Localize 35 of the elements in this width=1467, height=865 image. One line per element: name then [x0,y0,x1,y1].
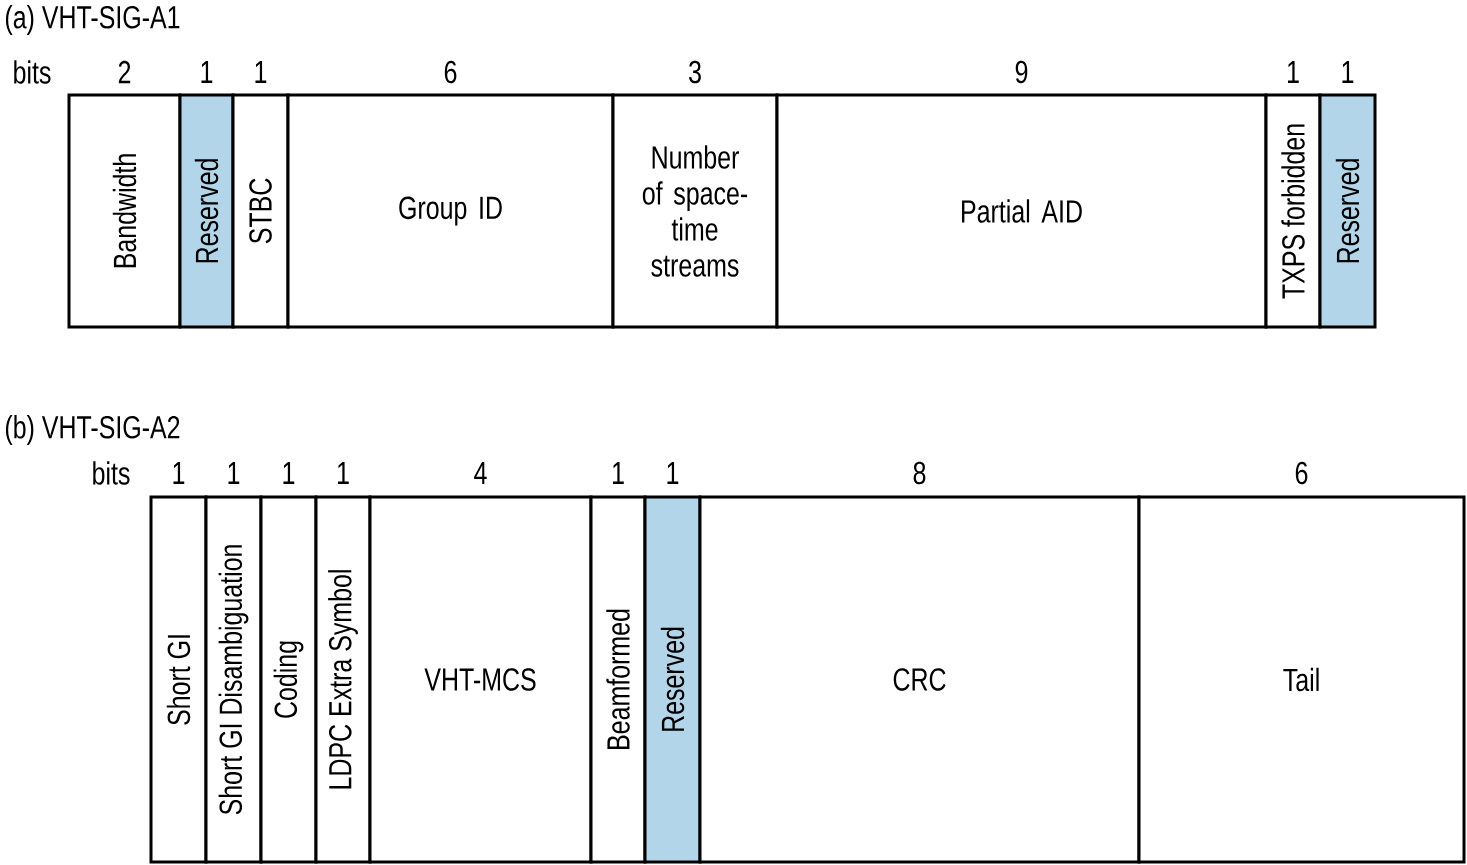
bit-count: 1 [613,461,624,484]
field-box: STBC [231,93,290,329]
field-box: Coding [259,495,318,864]
field-box: Reserved [1318,93,1377,329]
field-box: Beamformed [589,495,647,864]
bit-count: 1 [667,461,679,484]
bit-count: 1 [1342,60,1354,83]
bit-count: 8 [913,461,926,485]
field-box: Number of space-time streams [611,93,779,329]
bit-count: 1 [338,461,349,484]
field-box: LDPC Extra Symbol [314,495,372,864]
field-box: Bandwidth [67,93,182,329]
bit-count: 1 [255,60,267,83]
bit-count: 1 [173,461,185,484]
field-box: Reserved [643,495,702,864]
field-box: Reserved [178,93,235,329]
panel-title: (a) VHT-SIG-A1 [5,5,180,35]
panel-title: (b) VHT-SIG-A2 [5,415,180,445]
bit-count: 4 [474,461,487,484]
bit-count: 6 [1295,461,1308,485]
axis-label: bits [14,60,51,84]
field-box: Short GI Disambiguation [204,495,263,864]
bit-count: 1 [201,60,213,83]
bit-count: 3 [689,60,701,84]
field-box: Short GI [149,495,208,864]
bit-count: 1 [283,461,295,484]
field-box: Tail [1137,495,1466,864]
bit-count: 9 [1015,60,1028,84]
axis-label: bits [93,461,130,485]
bit-count: 6 [444,60,457,84]
bit-count: 2 [118,60,131,84]
bit-count: 1 [1288,60,1299,83]
bit-count: 1 [228,461,240,484]
field-box: CRC [698,495,1141,864]
field-box: TXPS forbidden [1264,93,1322,329]
